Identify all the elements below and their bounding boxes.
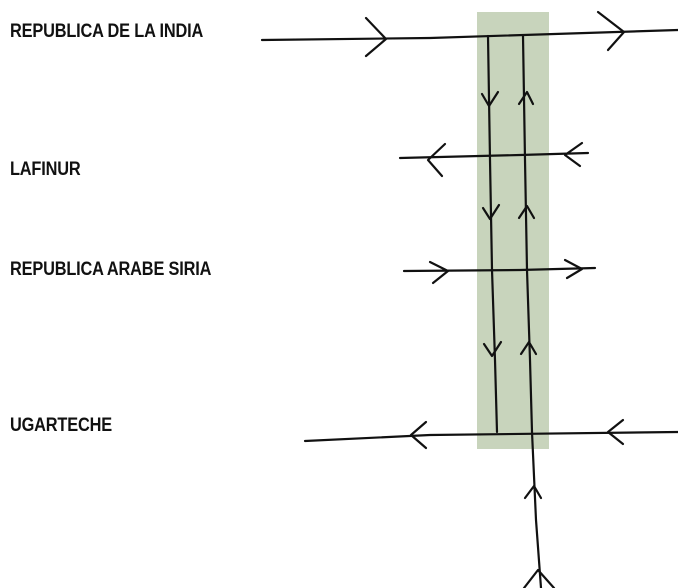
arrow-west-icon — [563, 141, 584, 168]
arrow-south-icon — [480, 90, 500, 108]
street-lafinur — [398, 141, 590, 178]
arrow-north-icon — [519, 340, 538, 356]
street-label-republica-arabe-siria: REPUBLICA ARABE SIRIA — [10, 259, 212, 280]
street-label-ugarteche: UGARTECHE — [10, 415, 112, 436]
arrow-west-icon — [426, 142, 447, 178]
arrow-east-icon — [364, 16, 388, 58]
arrow-east-icon — [596, 10, 626, 52]
arrow-north-icon — [523, 484, 543, 500]
arrow-north-icon — [517, 90, 535, 106]
street-india — [260, 10, 678, 58]
arrow-east-icon — [428, 260, 450, 285]
arrow-north-icon — [517, 204, 536, 220]
arrow-west-icon — [409, 420, 428, 450]
street-label-lafinur: LAFINUR — [10, 159, 81, 180]
arrow-west-icon — [606, 418, 625, 446]
right-lane — [517, 34, 538, 434]
arrow-south-icon — [481, 203, 501, 221]
arrow-north-icon — [522, 568, 556, 588]
arrow-south-icon — [482, 340, 503, 358]
street-ugarteche — [303, 418, 678, 450]
south-street — [522, 430, 556, 588]
left-lane — [480, 34, 503, 434]
street-label-republica-de-la-india: REPUBLICA DE LA INDIA — [10, 21, 204, 42]
street-siria — [402, 258, 597, 285]
arrow-east-icon — [563, 258, 584, 280]
